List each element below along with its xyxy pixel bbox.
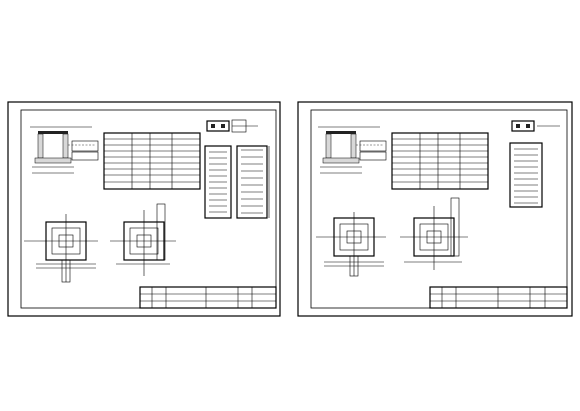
plan-b-left (110, 203, 176, 276)
material-table-left (103, 132, 201, 190)
grate-detail-left (204, 119, 270, 219)
title-block-left (139, 286, 277, 309)
sheet-left-frame (7, 101, 281, 317)
sheet-left (7, 101, 281, 317)
section-1-1-right (318, 126, 387, 174)
plan-b-right (400, 197, 468, 270)
title-block-right (429, 286, 568, 309)
plan-a-right (316, 212, 386, 277)
grate-detail-right (509, 120, 560, 208)
material-table-right (391, 132, 489, 190)
sheet-right (297, 101, 573, 317)
sheet-right-frame (297, 101, 573, 317)
section-1-1-left (30, 126, 99, 174)
plan-a-left (24, 214, 98, 283)
